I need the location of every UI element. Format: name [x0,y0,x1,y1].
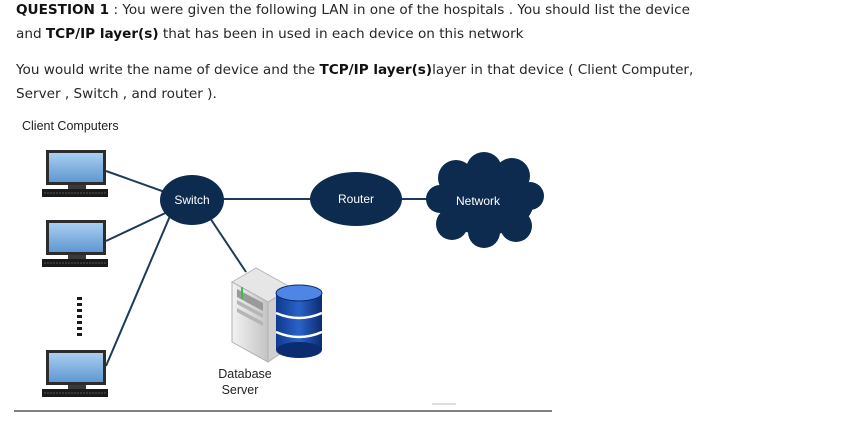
question-text: and [16,26,46,42]
question-text: You would write the name of device and t… [16,62,320,78]
question-text: that has been in used in each device on … [158,26,524,42]
question-label: QUESTION 1 [16,2,110,18]
question-line-1: QUESTION 1 : You were given the followin… [16,0,690,22]
question-text: : You were given the following LAN in on… [109,2,691,18]
question-line-4: Server , Switch , and router ). [16,82,217,106]
database-label-line1: Database [218,367,272,381]
database-icon [275,284,323,358]
router-label: Router [338,192,374,206]
router-node [310,172,402,226]
cloud-icon [426,152,544,248]
question-bold-term: TCP/IP layer(s) [45,26,159,42]
question-line-2: and TCP/IP layer(s) that has been in use… [16,22,524,46]
link-client-2-switch [105,207,177,242]
network-links [105,170,436,367]
server-icon [230,267,294,363]
link-client-3-switch [105,215,171,367]
ellipsis-dots [77,297,82,336]
question-text: layer in that device ( Client Computer, [432,62,694,78]
computer-icon [42,150,108,197]
question-line-3: You would write the name of device and t… [16,58,693,82]
computer-icon [42,350,108,397]
question-bold-term: TCP/IP layer(s) [319,62,433,78]
computer-icon [42,220,108,267]
question-text: Server , Switch , and router ). [16,86,217,102]
client-computers-label: Client Computers [22,119,119,133]
link-switch-database [209,217,247,273]
switch-label: Switch [174,193,209,207]
database-label-line2: Server [222,383,259,397]
network-label: Network [456,194,501,208]
switch-node [160,175,224,225]
